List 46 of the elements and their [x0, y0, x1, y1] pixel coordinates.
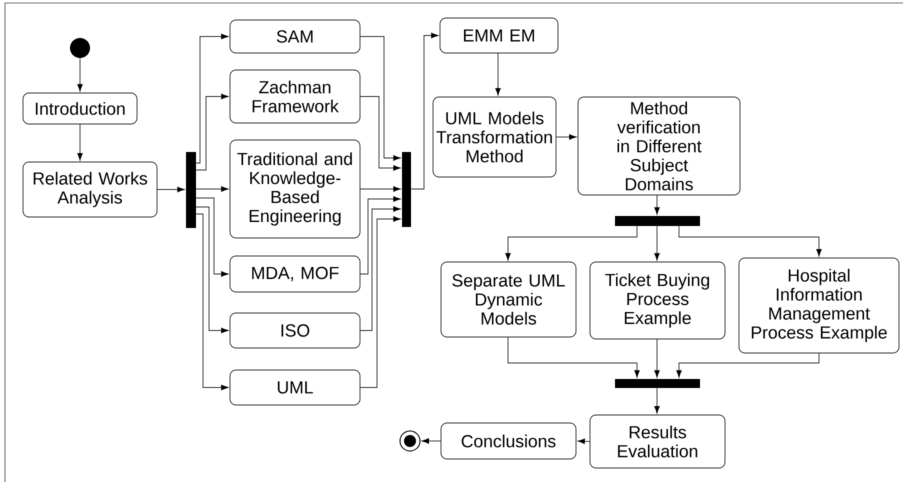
arrow	[360, 36, 401, 161]
arrow	[654, 338, 660, 378]
arrow	[77, 124, 83, 160]
activity-box: Results Evaluation	[590, 414, 726, 468]
arrow	[556, 134, 576, 140]
arrow	[360, 216, 401, 388]
arrow	[196, 94, 228, 170]
arrow	[505, 226, 638, 260]
activity-box: Zachman Framework	[230, 70, 360, 124]
arrow	[360, 186, 401, 192]
arrow	[157, 186, 185, 192]
activity-box: Related Works Analysis	[22, 162, 158, 218]
arrow	[410, 32, 438, 190]
arrow	[678, 226, 822, 256]
end-node	[400, 430, 420, 452]
arrow	[578, 438, 590, 444]
arrow	[676, 353, 820, 378]
arrow	[495, 53, 501, 96]
activity-box: Method verification in Different Subject Domains	[578, 96, 740, 196]
activity-box: Ticket Buying Process Example	[590, 262, 726, 340]
activity-box: Hospital Information Management Process Example	[738, 258, 900, 354]
arrow	[360, 96, 401, 171]
activity-box: SAM	[230, 20, 360, 54]
arrow	[196, 34, 228, 164]
activity-box: UML	[230, 370, 360, 406]
activity-box: EMM EM	[440, 18, 558, 54]
arrow	[508, 337, 640, 378]
start-node	[70, 38, 90, 58]
arrow	[196, 214, 228, 390]
arrow	[360, 196, 401, 274]
arrow	[654, 195, 660, 215]
activity-box: ISO	[230, 312, 360, 348]
arrow	[196, 198, 228, 277]
activity-box: Traditional and Knowledge-Based Engineering	[230, 140, 360, 238]
activity-box: Conclusions	[440, 422, 576, 460]
activity-box: MDA, MOF	[230, 256, 360, 292]
arrow	[360, 206, 401, 331]
arrow	[196, 206, 228, 334]
arrow	[654, 388, 660, 414]
arrow	[77, 58, 83, 92]
activity-box: UML Models Transformation Method	[432, 96, 556, 178]
arrow	[196, 186, 228, 192]
activity-box: Introduction	[22, 92, 138, 124]
activity-box: Separate UML Dynamic Models	[440, 262, 576, 338]
arrow	[654, 226, 660, 260]
arrow	[422, 438, 441, 444]
